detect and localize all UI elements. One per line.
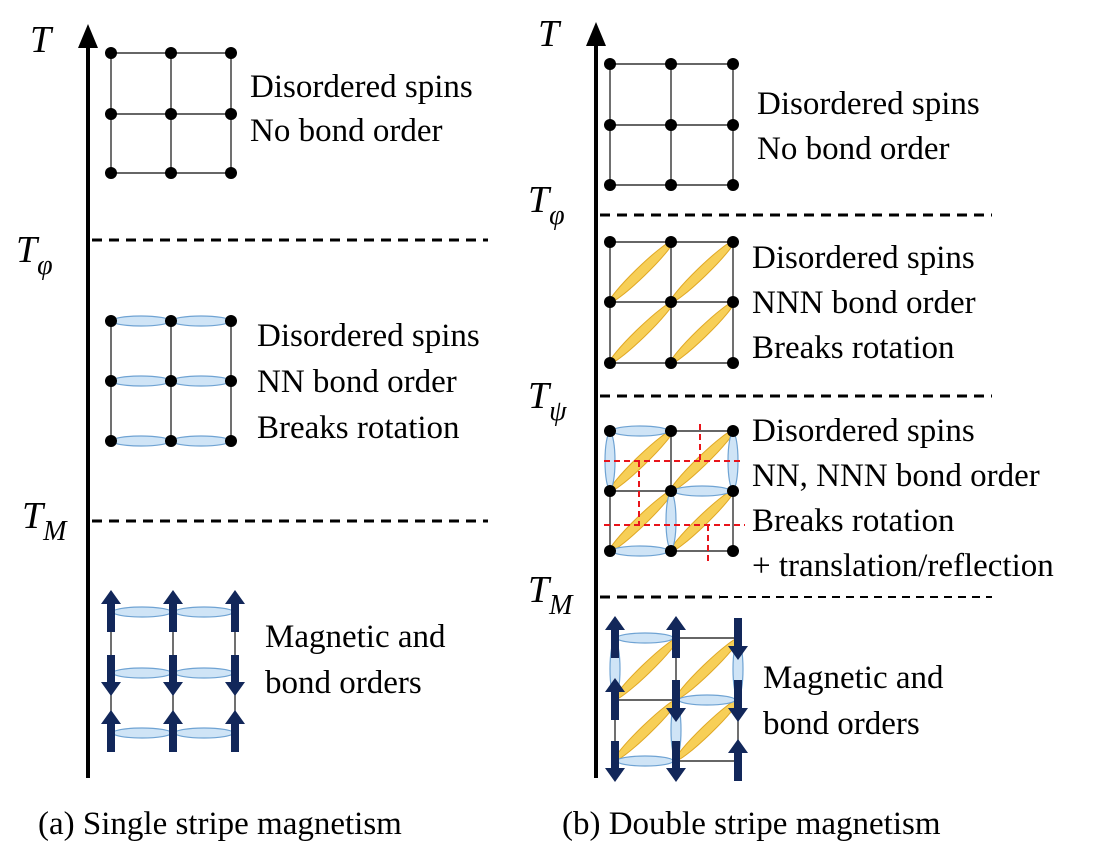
lattice-sites-b3 <box>604 425 739 557</box>
t-phi-label-b: Tφ <box>528 179 565 231</box>
spin-arrows-b <box>605 616 748 782</box>
phase-label: Disordered spins <box>257 318 480 354</box>
phase-label: NN bond order <box>257 364 457 400</box>
phase-label: Breaks rotation <box>257 410 460 446</box>
axis-label-a: T <box>30 19 54 61</box>
nn-bonds-a2 <box>111 315 231 447</box>
phase-label: Breaks rotation <box>752 330 955 366</box>
t-psi-label-b: Tψ <box>528 375 567 427</box>
phase-label: Disordered spins <box>757 86 980 122</box>
lattice-sites-b1 <box>604 58 739 191</box>
lattice-sites-a2 <box>105 315 237 447</box>
phase-label: Disordered spins <box>250 69 473 105</box>
phase-label: Disordered spins <box>752 240 975 276</box>
phase-label: NN, NNN bond order <box>752 458 1040 494</box>
nn-bonds-a3 <box>112 606 234 739</box>
axis-label-b: T <box>538 13 562 55</box>
t-m-label-a: TM <box>22 495 68 547</box>
phase-label: NNN bond order <box>752 285 976 321</box>
nnn-bonds-b2 <box>608 240 735 365</box>
phase-label: bond orders <box>763 706 920 742</box>
phase-label: Magnetic and <box>265 619 446 655</box>
panel-a: T Tφ TM Disordered spins No bond order <box>16 19 488 842</box>
t-m-label-b: TM <box>528 569 574 621</box>
phase-label: + translation/reflection <box>752 548 1054 584</box>
phase-label: No bond order <box>757 131 949 167</box>
phase-label: Disordered spins <box>752 413 975 449</box>
panel-b: T Tφ Tψ TM Disordered spins No bond orde… <box>528 13 1054 842</box>
phase-label: No bond order <box>250 113 442 149</box>
phase-label: Breaks rotation <box>752 503 955 539</box>
lattice-sites-b2 <box>604 236 739 369</box>
caption-a: (a) Single stripe magnetism <box>38 806 402 842</box>
lattice-sites-a1 <box>105 47 237 179</box>
axis-arrowhead-a <box>78 24 98 48</box>
axis-arrowhead-b <box>586 22 606 46</box>
phase-label: Magnetic and <box>763 660 944 696</box>
caption-b: (b) Double stripe magnetism <box>562 806 941 842</box>
phase-label: bond orders <box>265 665 422 701</box>
spin-arrows-a <box>101 590 245 752</box>
translation-cut-lines <box>604 424 745 565</box>
t-phi-label-a: Tφ <box>16 229 53 281</box>
